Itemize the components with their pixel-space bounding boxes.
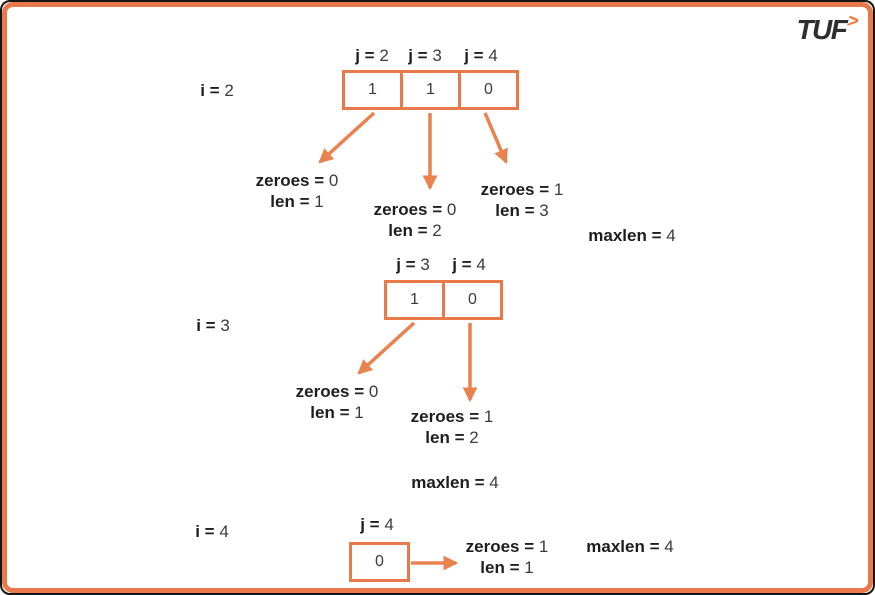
maxlen-key: maxlen = — [588, 226, 662, 245]
zeroes-value: 0 — [328, 171, 339, 190]
len-key: len = — [270, 192, 310, 211]
j-label-i3-j3: j = 3 — [396, 254, 430, 275]
zeroes-line: zeroes = 1 — [411, 406, 494, 427]
j-label-i2-j2: j = 2 — [355, 45, 389, 66]
array-cell: 1 — [400, 73, 458, 107]
len-key: len = — [425, 428, 465, 447]
j-key: j = — [464, 46, 484, 65]
zeroes-value: 0 — [368, 382, 379, 401]
tuf-logo-text: TUF — [796, 14, 847, 45]
maxlen-label-i3: maxlen = 4 — [411, 472, 498, 493]
result-label-i2-j4: zeroes = 1 len = 3 — [481, 179, 564, 221]
len-line: len = 1 — [466, 557, 549, 578]
i-key: i = — [200, 81, 220, 100]
arrow-i2-j4 — [483, 112, 508, 165]
arrow-i2-j2 — [318, 111, 376, 164]
j-label-i2-j4: j = 4 — [464, 45, 498, 66]
j-value: 3 — [420, 255, 430, 274]
zeroes-line: zeroes = 0 — [374, 199, 457, 220]
len-key: len = — [310, 403, 350, 422]
zeroes-line: zeroes = 0 — [296, 381, 379, 402]
j-value: 3 — [432, 46, 442, 65]
zeroes-value: 1 — [483, 407, 494, 426]
result-label-i3-j3: zeroes = 0 len = 1 — [296, 381, 379, 423]
zeroes-value: 1 — [553, 180, 564, 199]
result-label-i2-j3: zeroes = 0 len = 2 — [374, 199, 457, 241]
len-line: len = 2 — [374, 220, 457, 241]
zeroes-key: zeroes = — [480, 180, 550, 199]
j-label-i3-j4: j = 4 — [452, 254, 486, 275]
j-key: j = — [452, 255, 472, 274]
zeroes-line: zeroes = 0 — [256, 170, 339, 191]
j-key: j = — [408, 46, 428, 65]
zeroes-value: 1 — [538, 537, 549, 556]
j-label-i2-j3: j = 3 — [408, 45, 442, 66]
len-value: 2 — [432, 221, 442, 240]
arrow-i3-j3 — [357, 321, 416, 375]
maxlen-key: maxlen = — [411, 473, 485, 492]
array-i4: 0 — [349, 542, 410, 582]
len-key: len = — [495, 201, 535, 220]
result-label-i4-j4: zeroes = 1 len = 1 — [466, 536, 549, 578]
maxlen-value: 4 — [489, 473, 499, 492]
i-key: i = — [196, 316, 216, 335]
maxlen-label-i4: maxlen = 4 — [586, 536, 673, 557]
j-value: 4 — [476, 255, 486, 274]
maxlen-value: 4 — [666, 226, 676, 245]
j-key: j = — [355, 46, 375, 65]
zeroes-key: zeroes = — [255, 171, 325, 190]
len-value: 3 — [539, 201, 549, 220]
j-value: 2 — [379, 46, 389, 65]
zeroes-key: zeroes = — [410, 407, 480, 426]
zeroes-line: zeroes = 1 — [466, 536, 549, 557]
cell-value: 1 — [410, 291, 419, 308]
j-value: 4 — [488, 46, 498, 65]
i-value: 4 — [219, 522, 229, 541]
j-value: 4 — [384, 515, 394, 534]
maxlen-label-i2: maxlen = 4 — [588, 225, 675, 246]
len-line: len = 2 — [411, 427, 494, 448]
array-cell: 0 — [442, 283, 500, 317]
len-value: 1 — [354, 403, 364, 422]
len-key: len = — [388, 221, 428, 240]
tuf-logo-chevron-icon: > — [844, 11, 860, 32]
len-value: 1 — [314, 192, 324, 211]
result-label-i2-j2: zeroes = 0 len = 1 — [256, 170, 339, 212]
len-line: len = 3 — [481, 200, 564, 221]
tuf-logo: TUF > — [796, 11, 860, 46]
j-label-i4-j4: j = 4 — [360, 514, 394, 535]
result-label-i3-j4: zeroes = 1 len = 2 — [411, 406, 494, 448]
zeroes-line: zeroes = 1 — [481, 179, 564, 200]
cell-value: 1 — [426, 81, 435, 98]
zeroes-value: 0 — [446, 200, 457, 219]
len-line: len = 1 — [256, 191, 339, 212]
maxlen-key: maxlen = — [586, 537, 660, 556]
cell-value: 0 — [375, 553, 384, 570]
len-value: 2 — [469, 428, 479, 447]
j-key: j = — [360, 515, 380, 534]
i-label-section-3: i = 4 — [195, 521, 229, 542]
i-value: 2 — [224, 81, 234, 100]
i-label-section-1: i = 2 — [200, 80, 234, 101]
zeroes-key: zeroes = — [295, 382, 365, 401]
zeroes-key: zeroes = — [465, 537, 535, 556]
cell-value: 0 — [468, 291, 477, 308]
len-line: len = 1 — [296, 402, 379, 423]
array-i2: 1 1 0 — [342, 70, 519, 110]
cell-value: 0 — [484, 81, 493, 98]
i-label-section-2: i = 3 — [196, 315, 230, 336]
zeroes-key: zeroes = — [373, 200, 443, 219]
j-key: j = — [396, 255, 416, 274]
i-value: 3 — [220, 316, 230, 335]
len-key: len = — [480, 558, 520, 577]
array-i3: 1 0 — [384, 280, 503, 320]
maxlen-value: 4 — [664, 537, 674, 556]
cell-value: 1 — [368, 81, 377, 98]
i-key: i = — [195, 522, 215, 541]
array-cell: 0 — [352, 545, 407, 579]
len-value: 1 — [524, 558, 534, 577]
array-cell: 0 — [458, 73, 516, 107]
array-cell: 1 — [387, 283, 442, 317]
array-cell: 1 — [345, 73, 400, 107]
